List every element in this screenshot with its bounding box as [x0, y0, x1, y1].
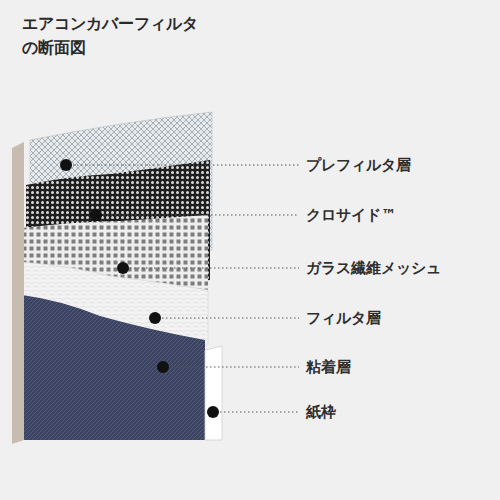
- leader-dots: [60, 159, 219, 418]
- diagram-title: エアコンカバーフィルタ の断面図: [22, 12, 237, 60]
- part-label: 紙枠: [306, 403, 336, 421]
- leader-lines: [73, 165, 299, 412]
- part-label: ガラス繊維メッシュ: [306, 259, 441, 277]
- part-label: プレフィルタ層: [306, 156, 411, 174]
- filter-layers: [12, 112, 222, 444]
- part-label: 粘着層: [306, 358, 351, 376]
- part-label: クロサイド™: [306, 206, 396, 224]
- part-label: フィルタ層: [306, 309, 381, 327]
